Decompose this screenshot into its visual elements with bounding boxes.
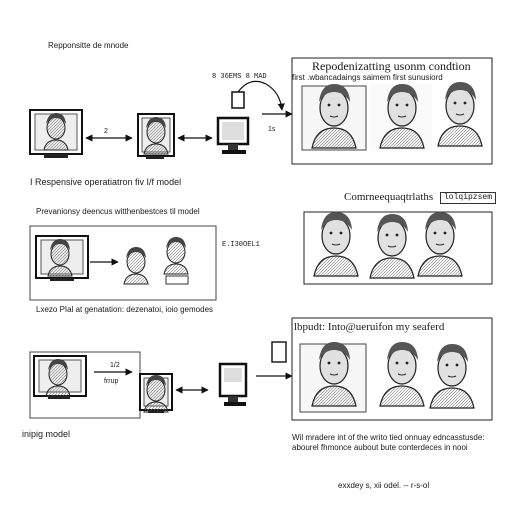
monitor-icon [33, 355, 87, 399]
code-label: 8 36EMS 8 MAD [212, 73, 267, 81]
section-3-header: Lxezo PIal at genatation: dezenatoi, ioi… [36, 305, 214, 314]
arrow-tag: 1s [268, 126, 276, 133]
monitor-icon [29, 109, 83, 158]
computer-icon [216, 91, 250, 154]
webcam-frame-icon [139, 373, 173, 413]
note-line-2: abourel fhmonce aubout bute conterdeces … [292, 443, 468, 452]
computer-icon [218, 362, 248, 406]
portrait-row-1 [301, 81, 483, 151]
note-line-1: Wil mradere int of the writo tied onnuay… [292, 433, 485, 442]
code-label: E.I30OEL1 [222, 241, 260, 249]
phone-icon [271, 341, 287, 363]
arrow-tag: 1/2 [110, 362, 120, 369]
face-sketch-icon [123, 236, 189, 285]
panel-2-title: Comrneequaqtrlaths [344, 191, 434, 203]
footer-text: exxdey s, xii odel. -- r-s-ol [338, 481, 430, 490]
section-1-caption: I Respensive operatiatron fiv I/f model [30, 177, 182, 187]
panel-1-subtitle: first .wbancadaings saimem first sunusio… [292, 73, 443, 82]
portrait-row-3 [299, 341, 475, 413]
monitor-icon [35, 235, 89, 281]
panel-2-badge: lolqipzsem [440, 192, 497, 204]
arrow-tag: 2 [104, 128, 108, 135]
panel-1-title: Repodenizatting usonm condtion [312, 59, 471, 73]
section-3-caption: inipig model [22, 429, 71, 439]
arrow-tag: frrup [104, 378, 119, 385]
panel-3-title: lbpudt: Into@ueruifon my seaferd [294, 321, 445, 333]
curved-arrow [237, 80, 285, 111]
portrait-row-2 [313, 211, 463, 279]
webcam-frame-icon [137, 113, 175, 159]
section-1-header: Repponsitte de mnode [48, 41, 129, 50]
section-2-header: Prevanionsy deencus witthenbestces til m… [36, 207, 200, 216]
